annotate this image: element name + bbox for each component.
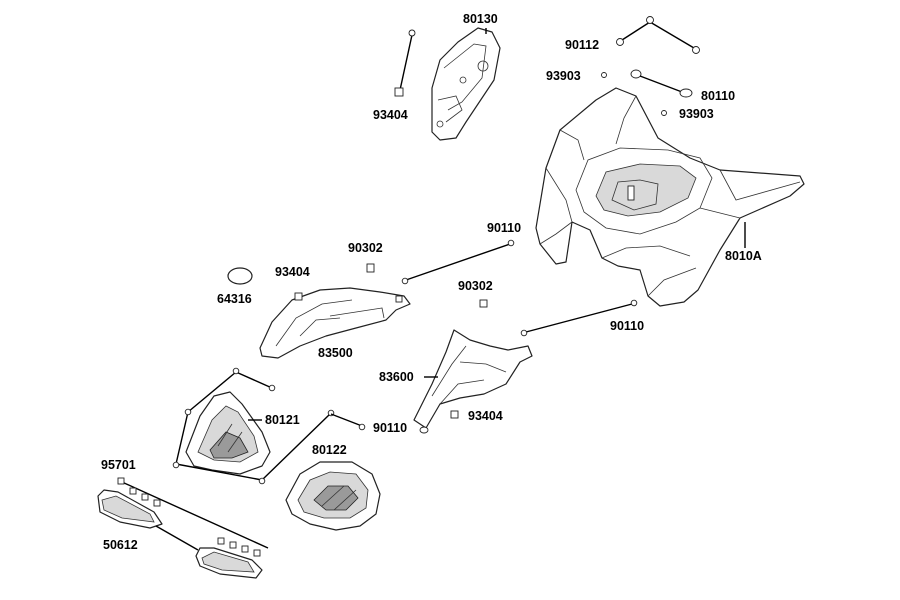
foot-bar-50612 <box>97 489 263 579</box>
bolt-90112 <box>616 16 700 54</box>
label-64316: 64316 <box>217 292 252 306</box>
label-80122: 80122 <box>312 443 347 457</box>
label-93404-b: 93404 <box>275 265 310 279</box>
bolts-80122 <box>330 413 366 431</box>
label-8010A: 8010A <box>725 249 762 263</box>
bolts-95701 <box>117 477 269 557</box>
side-panel-83600 <box>413 329 533 434</box>
label-90302-b: 90302 <box>458 279 493 293</box>
label-90112: 90112 <box>565 38 599 52</box>
footrest-80122 <box>285 461 381 531</box>
label-95701: 95701 <box>101 458 136 472</box>
label-93404-c: 93404 <box>468 409 503 423</box>
label-80110: 80110 <box>701 89 735 103</box>
label-93903-a: 93903 <box>546 69 581 83</box>
grommet-80110 <box>630 69 693 98</box>
bolt-93404-c <box>450 410 459 419</box>
label-90110-a: 90110 <box>487 221 521 235</box>
label-80130: 80130 <box>463 12 498 26</box>
label-90302-a: 90302 <box>348 241 383 255</box>
bolts-80121 <box>172 367 335 485</box>
bracket-80130 <box>431 27 501 141</box>
label-83500: 83500 <box>318 346 353 360</box>
screw-93903 <box>601 72 667 116</box>
label-90110-b: 90110 <box>610 319 644 333</box>
label-83600: 83600 <box>379 370 414 384</box>
footrest-80121 <box>185 391 271 475</box>
bolt-93404-b <box>294 292 303 301</box>
cap-64316 <box>227 267 253 285</box>
label-80121: 80121 <box>265 413 300 427</box>
bolt-90110-b <box>520 299 638 337</box>
rear-fender-8010A <box>535 87 805 307</box>
bolt-93404-a <box>394 29 416 97</box>
label-90110-c: 90110 <box>373 421 407 435</box>
bolt-90110-a <box>401 239 515 285</box>
side-panel-83500 <box>259 287 411 359</box>
label-93404-a: 93404 <box>373 108 408 122</box>
label-93903-b: 93903 <box>679 107 714 121</box>
label-50612: 50612 <box>103 538 138 552</box>
bolt-90302-b <box>479 299 488 308</box>
bolt-90302-a <box>366 263 375 273</box>
